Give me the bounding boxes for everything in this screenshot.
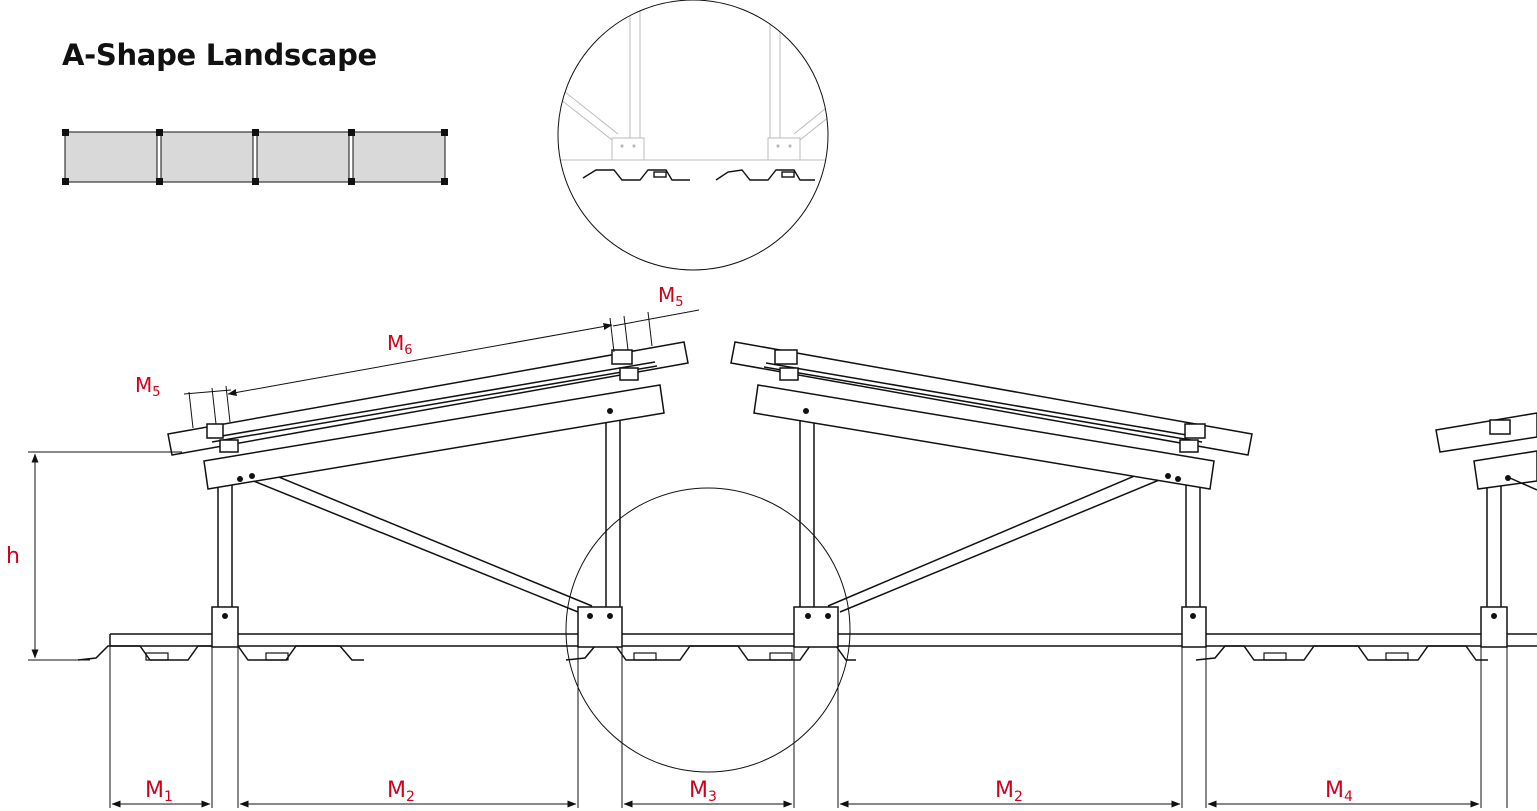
right-frame [730, 341, 1253, 648]
dim-label-m5-right: M5 [658, 283, 684, 310]
dim-label-m3: M3 [689, 778, 717, 805]
dim-label-m4: M4 [1325, 778, 1353, 805]
page-title: A-Shape Landscape [62, 38, 377, 72]
dim-label-m6: M6 [387, 331, 413, 358]
dim-label-h: h [6, 544, 20, 569]
detail-area-circle [565, 487, 851, 773]
dim-label-m5-left: M5 [135, 373, 161, 400]
dim-label-m2-right: M2 [995, 778, 1023, 805]
panel-layout-icon [62, 129, 448, 185]
dimension-lines [28, 309, 1508, 808]
dim-label-m1: M1 [145, 778, 173, 805]
detail-magnifier [557, 0, 829, 271]
dim-label-m2-left: M2 [387, 778, 415, 805]
left-frame [167, 341, 689, 648]
partial-right-frame [1435, 412, 1537, 648]
